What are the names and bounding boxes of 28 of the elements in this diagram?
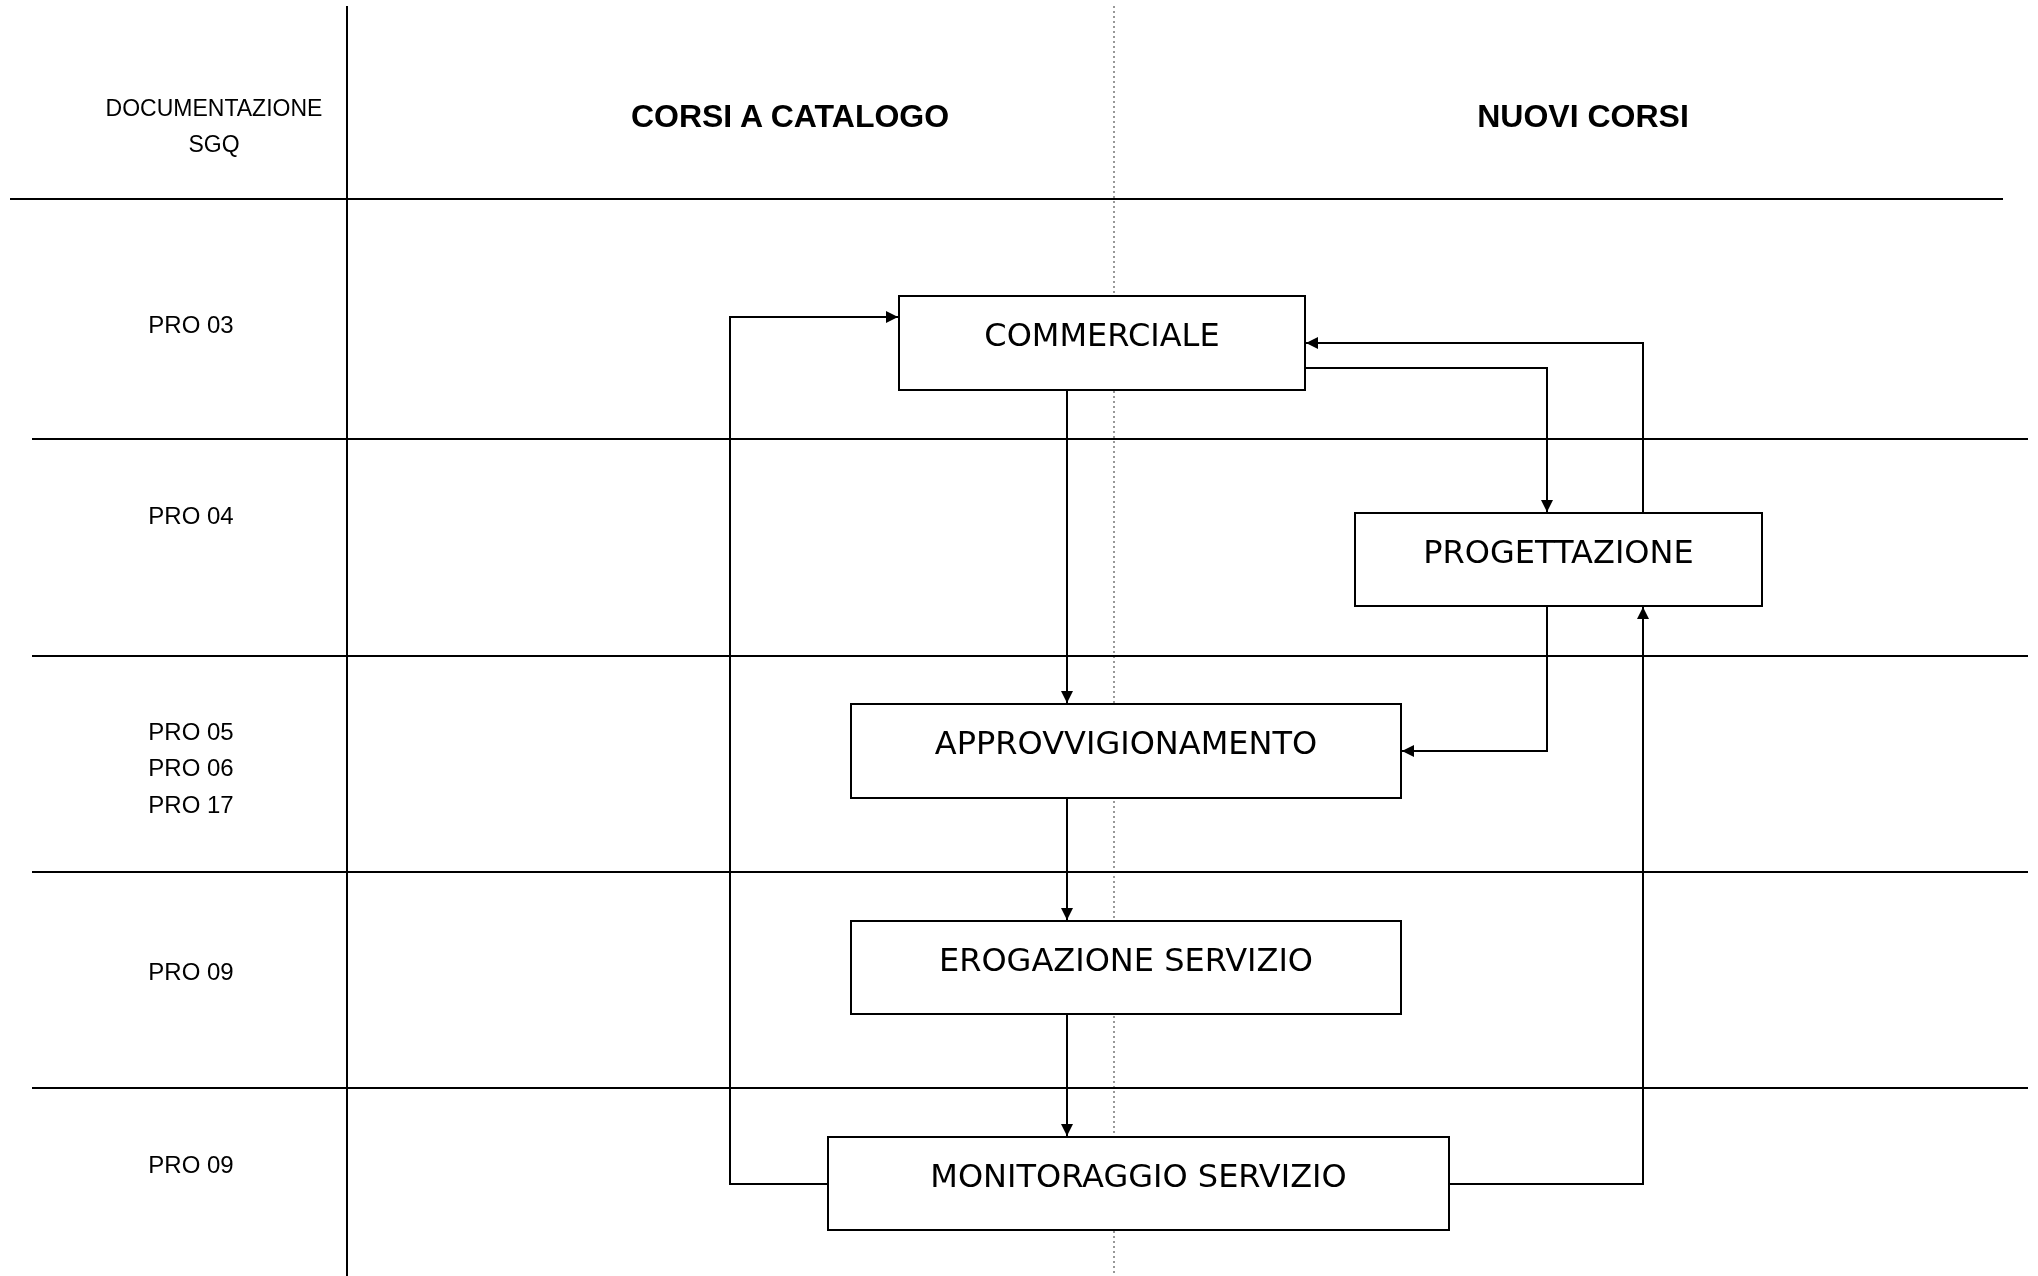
arrow [1449,606,1649,1185]
box-label: PROGETTAZIONE [1423,532,1694,573]
arrow [729,311,899,1185]
row-label: PRO 05 [147,717,235,747]
row-label: PRO 06 [147,753,235,783]
arrow [1061,390,1073,704]
box-label: COMMERCIALE [984,315,1220,356]
row-label: PRO 04 [147,501,235,531]
row-label: PRO 09 [147,957,235,987]
arrow [1401,606,1548,757]
process-box [827,1136,1450,1231]
box-label: EROGAZIONE SERVIZIO [938,940,1314,981]
process-box [1354,512,1763,607]
arrow [1061,798,1073,921]
process-box [850,920,1402,1015]
column-header: DOCUMENTAZIONE SGQ [104,94,324,159]
box-label: MONITORAGGIO SERVIZIO [930,1156,1347,1197]
row-label: PRO 09 [147,1150,235,1180]
arrow [1305,337,1644,513]
row-label: PRO 17 [147,790,235,820]
arrow [1061,1014,1073,1137]
process-box [850,703,1402,799]
arrow [1305,367,1553,513]
box-label: APPROVVIGIONAMENTO [934,723,1318,764]
column-header: NUOVI CORSI [1476,97,1690,136]
row-label: PRO 03 [147,310,235,340]
process-box [898,295,1306,391]
column-header: CORSI A CATALOGO [629,97,951,136]
